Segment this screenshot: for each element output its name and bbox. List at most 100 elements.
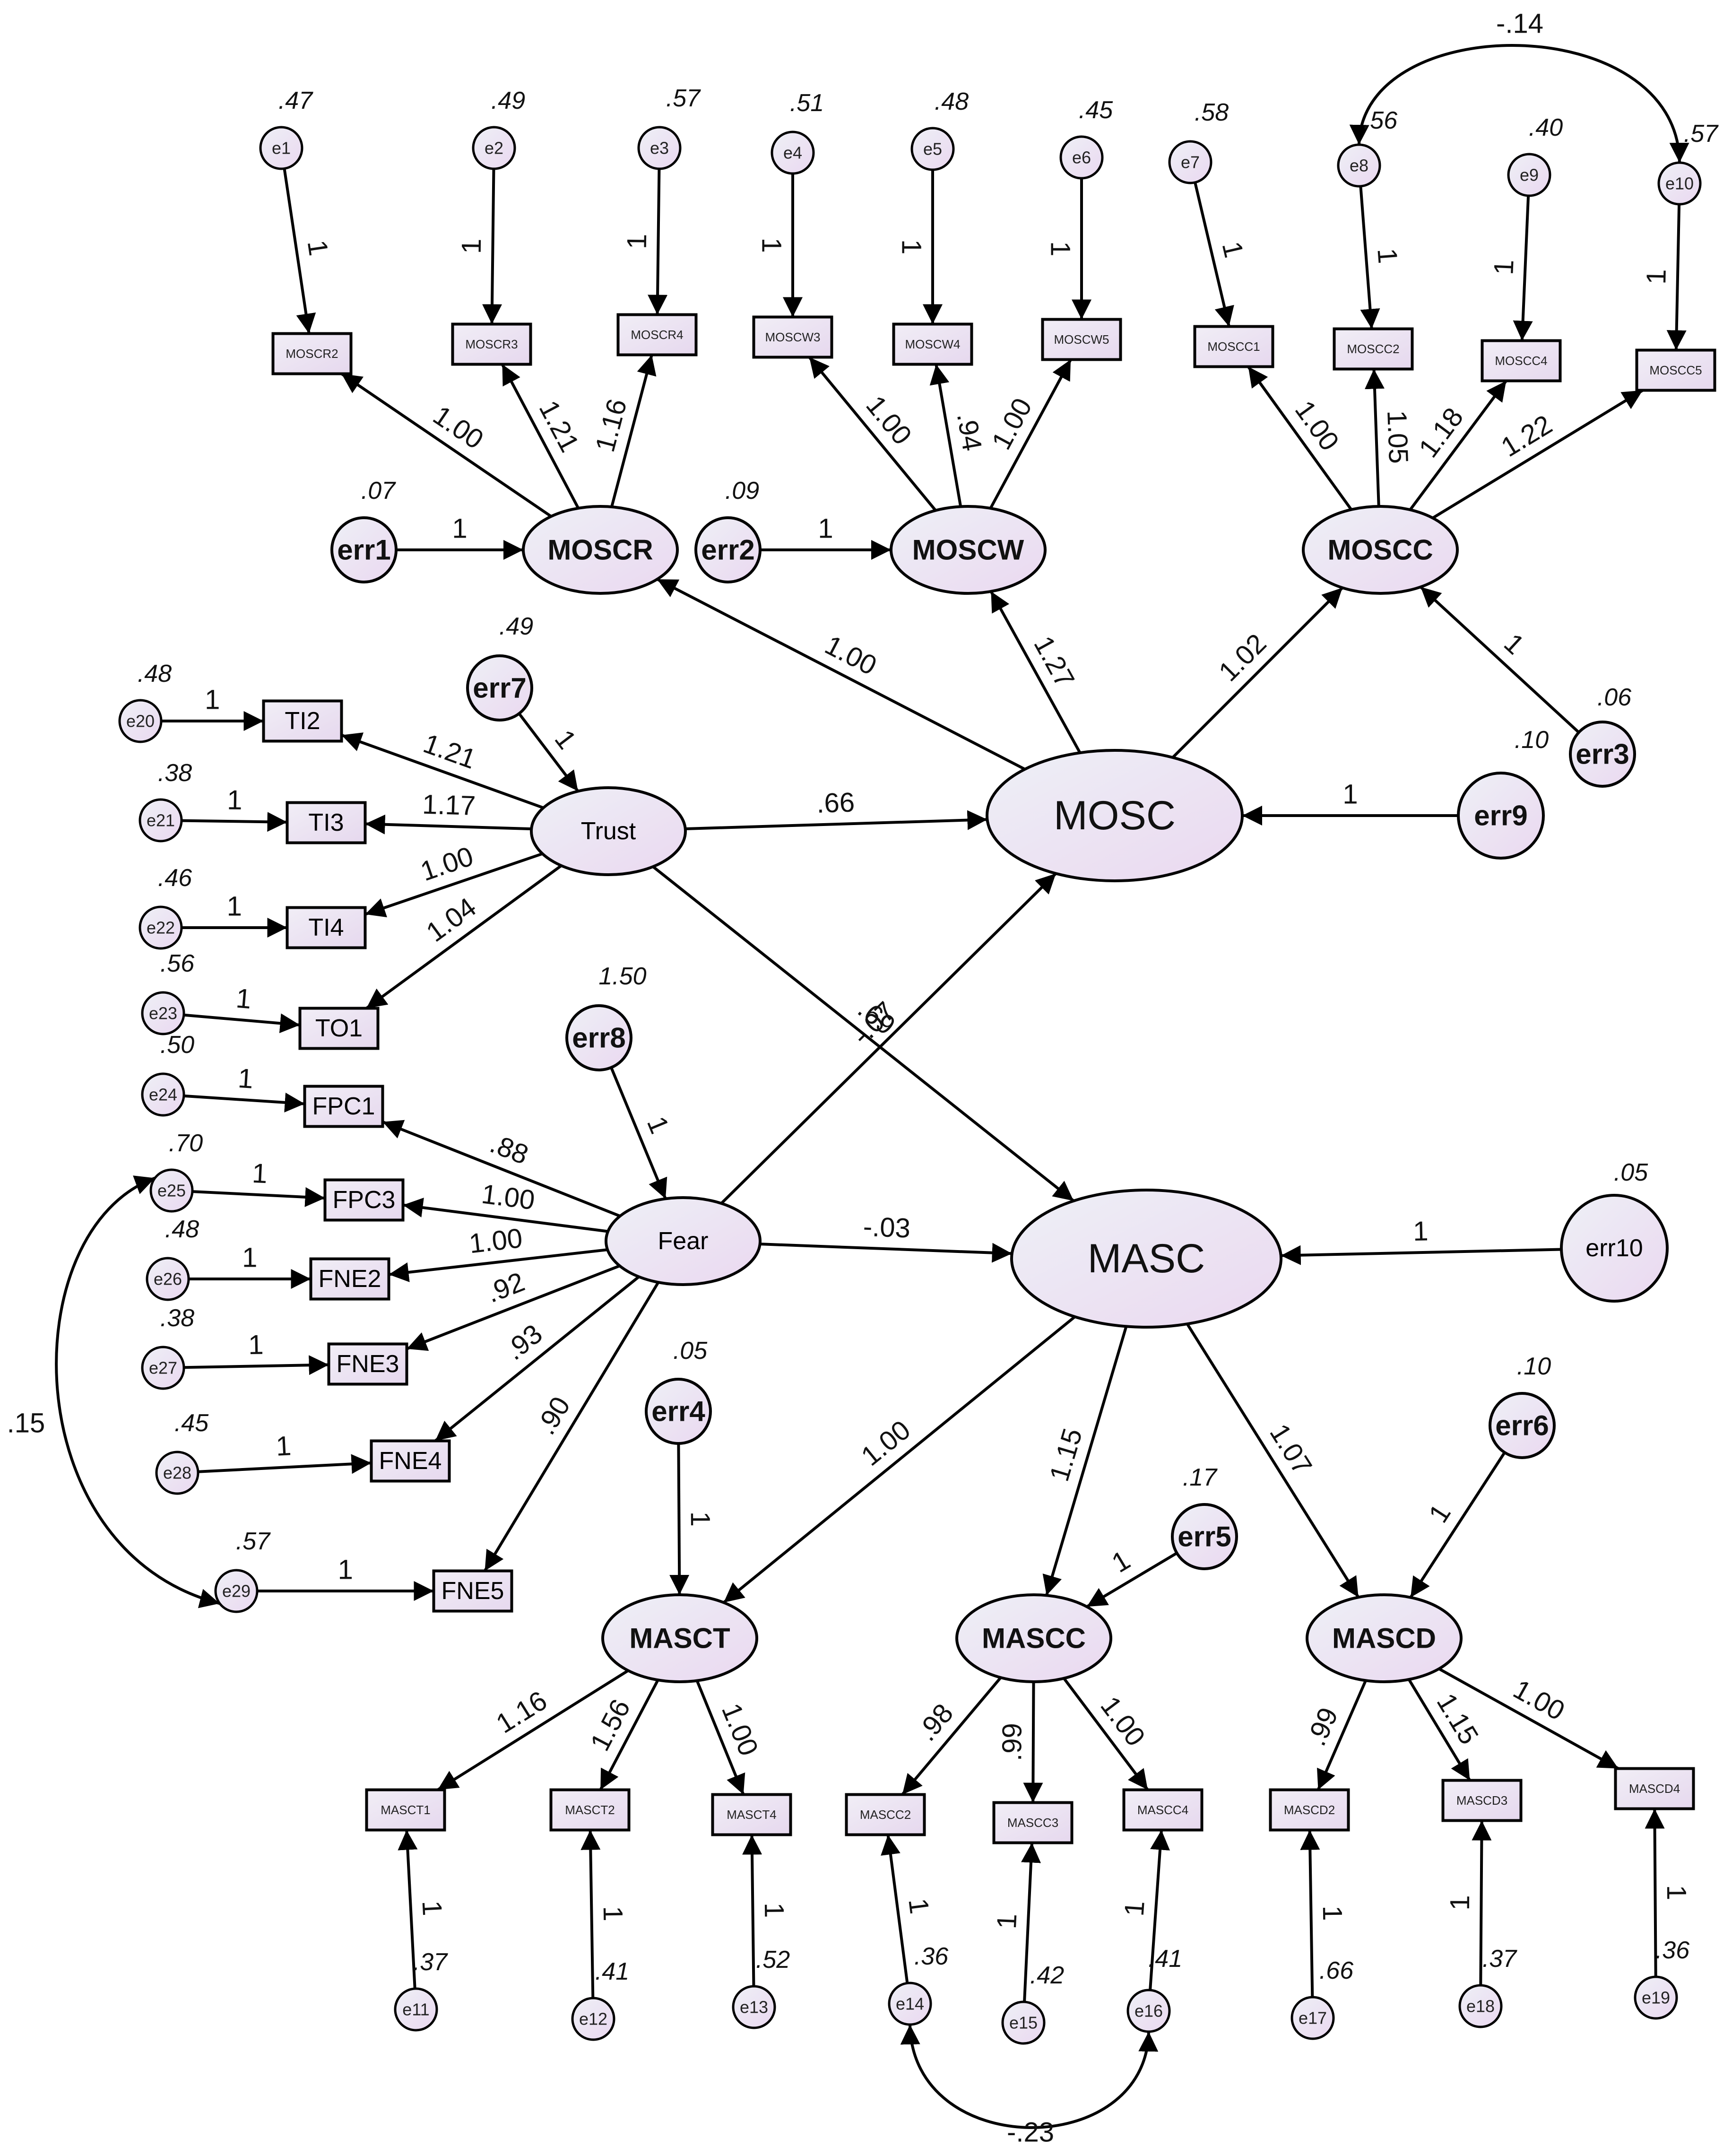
measurement-error-e10: e10.57 (1657, 120, 1719, 206)
observed-box (1635, 348, 1716, 392)
observed-box (298, 1007, 380, 1050)
variance-label: .57 (666, 85, 701, 112)
path-coefficient-label: 1.00 (1094, 1691, 1151, 1752)
path-moscw-moscw5 (989, 359, 1072, 509)
observed-label: MASCC3 (1007, 1816, 1058, 1830)
path-fear-fne4 (434, 1276, 640, 1442)
error-circle (259, 126, 303, 170)
latent-mascc: MASCC (955, 1593, 1112, 1683)
latent-ellipse (955, 1593, 1112, 1683)
observed-box (370, 1439, 451, 1483)
path-coefficient-label: 1 (1317, 1905, 1348, 1921)
path-moscr-moscr3 (501, 364, 580, 509)
variance-label: .36 (914, 1943, 948, 1970)
error-label: e5 (923, 139, 942, 159)
path-err3-moscc (1420, 586, 1580, 734)
path-err10-masc (1281, 1245, 1562, 1265)
measurement-error-e22: e22.46 (139, 864, 192, 950)
observed-box (892, 322, 973, 366)
path-e10-moscc5 (1666, 204, 1687, 350)
path-moscc-moscc1 (1247, 365, 1352, 511)
path-e28-fne4 (198, 1454, 372, 1474)
structural-error-err10: err10.05 (1560, 1159, 1669, 1303)
variance-label: .38 (160, 1304, 194, 1332)
error-circle (394, 1987, 438, 2032)
indicator-to1: TO1 (298, 1007, 380, 1050)
error-label: err7 (473, 672, 526, 704)
path-trust-ti3 (365, 814, 532, 835)
observed-label: MOSCW4 (905, 337, 961, 351)
error-circle (888, 1982, 932, 2026)
error-label: e9 (1520, 165, 1539, 185)
latent-mascd: MASCD (1306, 1593, 1463, 1683)
indicator-mascd2: MASCD2 (1269, 1788, 1350, 1832)
error-label: e2 (485, 139, 503, 158)
path-err8-fear (610, 1067, 667, 1200)
path-moscc-moscc5 (1432, 389, 1644, 520)
measurement-error-e5: e5 .48 (910, 88, 969, 171)
latent-fear: Fear (605, 1196, 762, 1286)
path-coefficient-label: 1 (1488, 259, 1519, 276)
indicator-moscr2: MOSCR2 (271, 332, 353, 375)
variance-label: .48 (935, 88, 969, 115)
measurement-error-e17: e17.66 (1290, 1957, 1353, 2040)
path-mosc-moscr (656, 578, 1026, 771)
path-coefficient-label: 1.15 (1430, 1688, 1484, 1749)
observed-label: MOSCC1 (1207, 339, 1260, 354)
error-circle (637, 126, 682, 170)
structural-error-err7: err7.49 (466, 613, 533, 722)
path-coefficient-label: 1.27 (1028, 631, 1080, 693)
observed-box (752, 315, 833, 359)
measurement-error-e9: e9.40 (1507, 114, 1563, 197)
latent-masc: MASC (1010, 1189, 1282, 1329)
indicator-mascd4: MASCD4 (1614, 1767, 1695, 1810)
measurement-error-e23: e23.56 (141, 950, 194, 1035)
variance-label: .57 (1684, 120, 1719, 148)
error-circle (1560, 1194, 1669, 1303)
path-coefficient-label: 1.17 (422, 789, 476, 821)
observed-label: MOSCR3 (465, 337, 518, 351)
structural-error-err5: err5.17 (1171, 1464, 1238, 1570)
error-label: e13 (740, 1998, 768, 2017)
latent-ellipse (601, 1593, 758, 1683)
observed-box (327, 1342, 408, 1386)
path-trust-ti4 (364, 852, 543, 918)
variance-label: .56 (160, 950, 194, 977)
observed-label: MASCC4 (1137, 1803, 1188, 1817)
path-coefficient-label: 1.21 (533, 396, 585, 457)
path-err4-masct (669, 1443, 690, 1595)
path-coefficient-label: 1 (452, 513, 467, 544)
observed-label: MASCC2 (860, 1808, 911, 1822)
indicator-moscc1: MOSCC1 (1193, 325, 1274, 368)
path-e13-masct4 (742, 1834, 762, 1987)
indicator-ti2: TI2 (262, 699, 343, 743)
error-circle (694, 516, 762, 583)
path-coefficient-label: .93 (499, 1318, 548, 1366)
measurement-error-e29: e29.57 (214, 1528, 271, 1613)
measurement-error-e2: e2.49 (472, 87, 525, 170)
latent-mosc: MOSC (986, 749, 1244, 882)
path-masc-mascd (1186, 1323, 1360, 1598)
latent-label: MOSCC (1327, 534, 1433, 566)
error-circle (1457, 772, 1545, 860)
path-fear-mosc (720, 872, 1057, 1205)
path-trust-ti2 (341, 732, 544, 809)
observed-label: MASCT2 (565, 1803, 615, 1817)
path-mascd-mascd3 (1407, 1678, 1471, 1782)
path-e9-moscc4 (1513, 195, 1533, 341)
path-e27-fne3 (183, 1355, 329, 1375)
covariance-e8-e10 (1349, 44, 1689, 163)
observed-box (1269, 1788, 1350, 1832)
error-circle (155, 1451, 199, 1495)
path-e14-mascc2 (881, 1834, 909, 1983)
path-moscw-moscw4 (929, 364, 962, 507)
measurement-error-e24: e24.50 (141, 1031, 194, 1117)
path-coefficient-label: .98 (911, 1698, 960, 1747)
variance-label: .42 (1030, 1962, 1064, 1989)
latent-ellipse (1010, 1189, 1282, 1329)
path-e12-masct2 (580, 1830, 601, 1999)
path-coefficient-label: 1 (1371, 247, 1403, 265)
observed-box (262, 699, 343, 743)
path-coefficient-label: -.03 (863, 1211, 911, 1244)
variance-label: .50 (160, 1031, 194, 1059)
